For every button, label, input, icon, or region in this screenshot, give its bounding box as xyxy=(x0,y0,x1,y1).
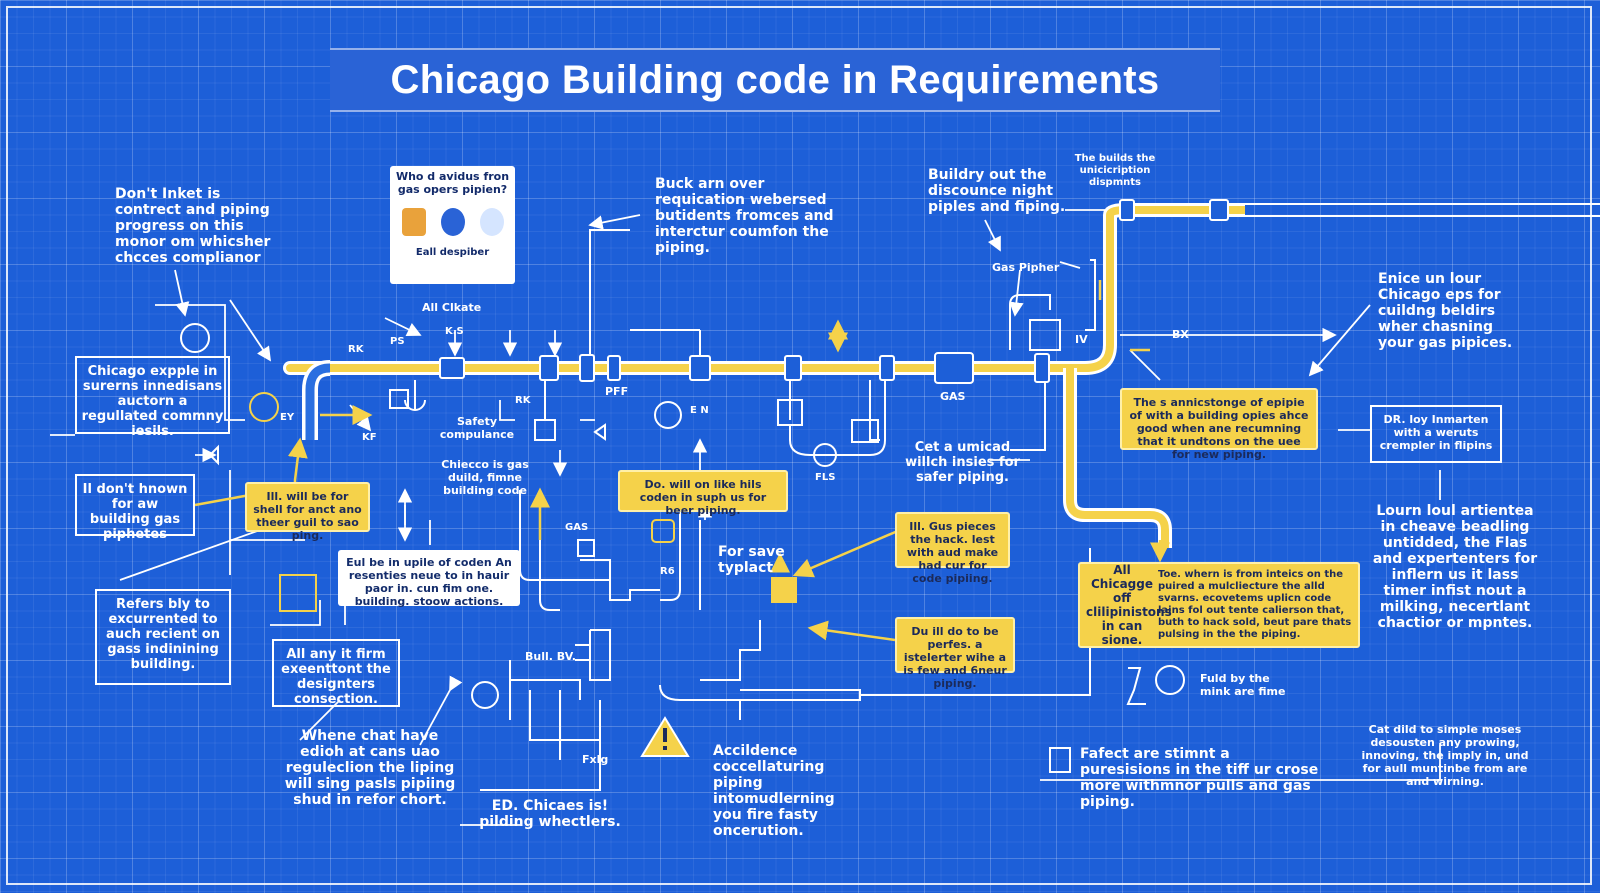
page-title: Chicago Building code in Requirements xyxy=(390,57,1160,102)
note-for-save: For save typlact xyxy=(718,544,785,576)
note-right-middle: Lourn loul artientea in cheave beadling … xyxy=(1372,503,1538,631)
yellow-note-4: Du ill do to be perfes. a istelerter wih… xyxy=(895,617,1015,690)
branch-lines xyxy=(404,229,1096,791)
label-all-cikate: All Clkate xyxy=(422,301,482,314)
lower-right-pipe xyxy=(1063,368,1172,548)
yellow-note-2: Do. will on like hils coden in suph us f… xyxy=(618,470,788,517)
note-bottom-center: Accildence coccellaturing piping intomud… xyxy=(713,743,835,839)
note-top-left: Don't Inket is contrect and piping progr… xyxy=(115,186,271,266)
label-gas-pipher: Gas Pipher xyxy=(992,261,1060,274)
label-bull-bv: Bull. BV. xyxy=(525,650,576,663)
title-band: Chicago Building code in Requirements xyxy=(330,48,1220,112)
note-right-top: Enice un lour Chicago eps for cuildng be… xyxy=(1378,271,1513,351)
yellow-note-6-left: All Chicagge off clilipinistons in can s… xyxy=(1086,563,1172,647)
label-gas-small: GAS xyxy=(565,522,589,533)
component-symbols xyxy=(180,323,1185,773)
note-safe-piping: Cet a umicad willch insies for safer pip… xyxy=(905,440,1020,485)
label-fls: FLS xyxy=(815,472,836,483)
label-rk: RK xyxy=(348,344,364,355)
question-sign-text: Who d avidus fron gas opers pipien? xyxy=(395,170,510,196)
yellow-note-3: Ill. Gus pieces the hack. lest with aud … xyxy=(895,512,1010,585)
yellow-note-1: Ill. will be for shell for anct ano thee… xyxy=(245,482,370,542)
note-left-box-2: Il don't hnown for aw building gas piphe… xyxy=(75,474,195,542)
yellow-note-6-right: Toe. whern is from inteics on the puired… xyxy=(1158,569,1352,640)
label-ey: EY xyxy=(280,412,295,423)
note-safety: Safety compulance xyxy=(439,415,515,441)
note-center-left-box: All any it firm exeenttont the designter… xyxy=(272,639,400,707)
label-pff: PFF xyxy=(605,385,629,398)
badge-icon xyxy=(401,208,426,236)
label-iv: IV xyxy=(1075,333,1088,346)
leader-lines xyxy=(50,209,1441,826)
left-elbow-pipe xyxy=(302,360,331,440)
blueprint-frame xyxy=(6,6,1592,885)
note-left-box-3: Refers bly to excurrented to auch recien… xyxy=(95,589,231,685)
note-left-box: Chicago expple in surerns innedisans auc… xyxy=(75,356,230,439)
label-rs: R6 xyxy=(660,566,675,577)
label-ps: PS xyxy=(390,336,405,347)
question-sign: Who d avidus fron gas opers pipien? Eall… xyxy=(390,166,515,284)
yellow-note-5: The s annicstonge of epipie of with a bu… xyxy=(1120,388,1318,461)
note-right-box: DR. loy Inmarten with a weruts crempler … xyxy=(1370,405,1502,463)
sign-icons xyxy=(394,208,511,236)
label-fxlg: Fxlg xyxy=(582,753,609,766)
label-ks: K.S xyxy=(445,326,464,337)
note-chicago-gas: Chiecco is gas duild, fimne building cod… xyxy=(441,458,529,497)
inspector-icon xyxy=(479,208,504,236)
label-gas-center: GAS xyxy=(940,390,966,403)
question-sign-footer: Eall despiber xyxy=(415,247,490,258)
label-kf: KF xyxy=(362,432,377,443)
warning-triangle-icon xyxy=(640,716,690,757)
note-bottom-center-left: ED. Chicaes is! pilding whectlers. xyxy=(479,798,621,830)
worker-icon xyxy=(440,208,465,236)
label-en: E N xyxy=(690,405,709,416)
note-top-right: Buildry out the discounce night piples a… xyxy=(928,167,1066,215)
main-line-fittings xyxy=(439,199,1229,384)
note-top-center: Buck arn over requication webersed butid… xyxy=(655,176,834,256)
white-note-center: Eul be in upile of coden An resenties ne… xyxy=(338,550,520,608)
note-right-bottom: Cat dild to simple moses desousten any p… xyxy=(1361,723,1529,788)
label-bx: BX xyxy=(1172,328,1189,341)
label-rk2: RK xyxy=(515,395,531,406)
note-bottom-left: Whene chat have edioh at cans uao regule… xyxy=(284,728,456,808)
note-top-right-small: The builds the unicicription dispmnts xyxy=(1074,153,1156,188)
yellow-note-6: All Chicagge off clilipinistons in can s… xyxy=(1078,562,1360,648)
note-fulld: Fuld by the mink are fime xyxy=(1200,672,1286,698)
note-bottom-right-center: Fafect are stimnt a puresisions in the t… xyxy=(1080,746,1319,810)
